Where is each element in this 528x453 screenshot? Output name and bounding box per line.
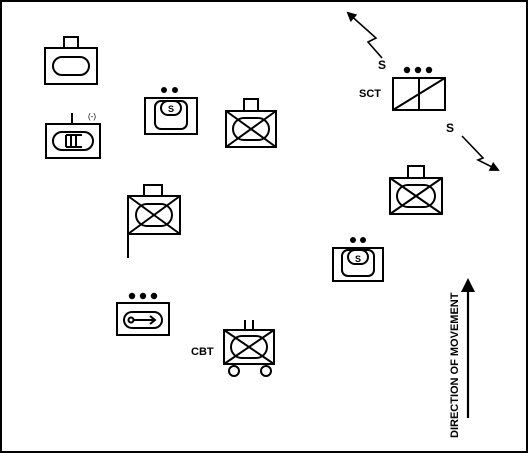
cbt-label: CBT (191, 346, 214, 358)
armor-unit-symbol (44, 36, 98, 85)
supply-unit-symbol-right (332, 237, 384, 282)
headquarters-unit-symbol (127, 184, 181, 258)
upper-s-label: S (378, 58, 387, 72)
scout-unit-symbol (392, 66, 446, 111)
sct-label: SCT (359, 88, 381, 100)
combat-unit-symbol (223, 320, 275, 377)
supply-unit-symbol (144, 87, 198, 135)
lower-s-label: S (446, 121, 455, 135)
mech-infantry-unit-symbol (225, 98, 277, 148)
supply-letter: S (168, 104, 174, 114)
reduced-unit-symbol (45, 113, 101, 159)
lower-zigzag-arrow (461, 135, 500, 171)
upper-zigzag-arrow (346, 11, 383, 59)
transport-unit-symbol (116, 292, 170, 336)
reduced-modifier-label: (-) (88, 112, 96, 121)
supply-letter-right: S (355, 254, 361, 264)
direction-of-movement-arrow (461, 278, 475, 418)
direction-of-movement-label: DIRECTION OF MOVEMENT (449, 292, 461, 438)
mech-infantry-unit-symbol-right (389, 165, 443, 215)
